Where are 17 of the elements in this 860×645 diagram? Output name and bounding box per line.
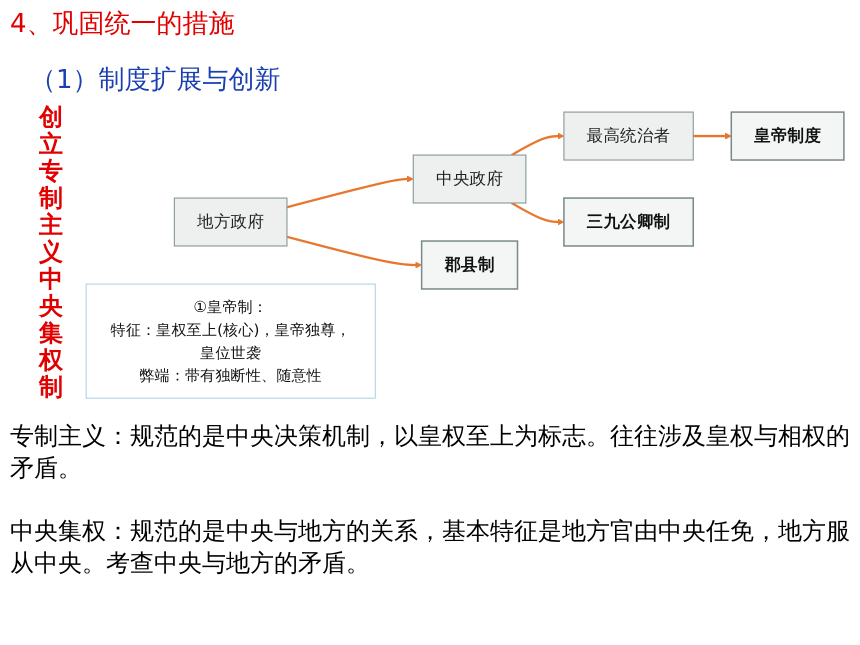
- arrow: [286, 176, 414, 208]
- node-box: 三九公卿制: [563, 197, 694, 247]
- vertical-label: 创立专制主义中央集权制: [38, 104, 64, 401]
- title: 4、巩固统一的措施: [10, 8, 235, 41]
- note-paragraph: 专制主义：规范的是中央决策机制，以皇权至上为标志。往往涉及皇权与相权的矛盾。: [10, 421, 850, 484]
- node-box: 最高统治者: [563, 111, 694, 160]
- node-box: 中央政府: [412, 154, 526, 204]
- subtitle: （1）制度扩展与创新: [30, 64, 281, 97]
- arrow: [511, 132, 564, 156]
- node-box: 郡县制: [420, 240, 518, 290]
- node-box: 皇帝制度: [730, 111, 845, 161]
- node-box: 地方政府: [174, 197, 288, 246]
- arrow: [286, 236, 422, 268]
- arrow: [511, 202, 564, 226]
- arrow: [693, 132, 732, 140]
- node-box: ①皇帝制： 特征：皇权至上(核心)，皇帝独尊，皇位世袭 弊端：带有独断性、随意性: [86, 284, 376, 398]
- note-paragraph: 中央集权：规范的是中央与地方的关系，基本特征是地方官由中央任免，地方服从中央。考查中央与地方的矛盾。: [10, 516, 850, 580]
